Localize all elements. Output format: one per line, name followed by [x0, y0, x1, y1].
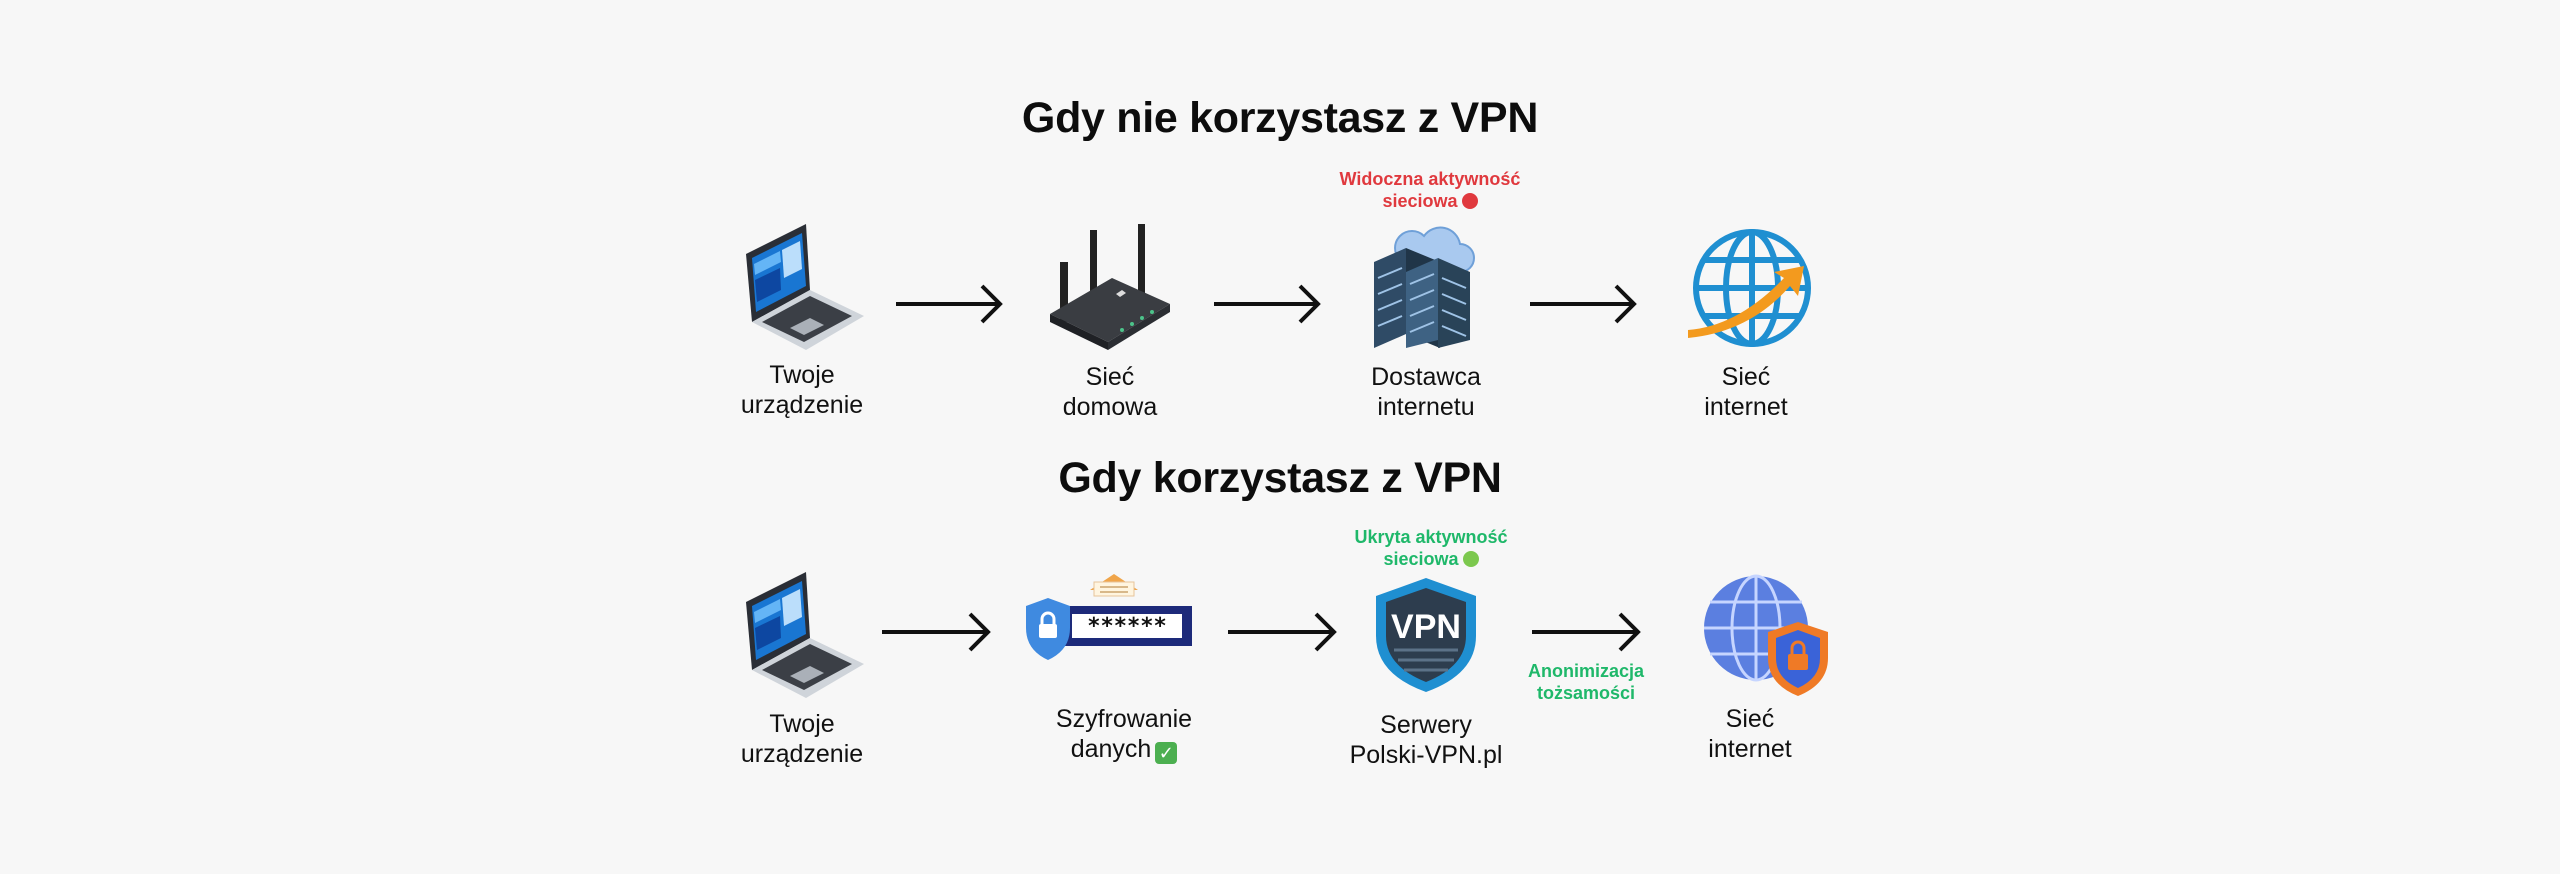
globe-icon [1688, 229, 1811, 347]
isp-server-icon [1374, 226, 1475, 348]
step6-label: Szyfrowanie danych✓ [1055, 705, 1193, 764]
step8-label: Sieć internet [1708, 705, 1792, 763]
green-dot-icon [1462, 551, 1479, 567]
step7-label: Serwery Polski-VPN.pl [1349, 711, 1503, 769]
arrow-right-icon [882, 612, 991, 652]
laptop-icon [746, 224, 864, 350]
router-icon [1050, 224, 1170, 350]
laptop-icon [746, 572, 864, 698]
encryption-icon: ****** [1026, 574, 1192, 660]
step5-label: Twoje urządzenie [740, 710, 864, 768]
anonymization-note: Anonimizacja tożsamości [1527, 661, 1645, 703]
arrow-right-icon [896, 284, 1003, 324]
section1-title: Gdy nie korzystasz z VPN [1021, 94, 1539, 142]
arrow-right-icon [1532, 612, 1641, 652]
hidden-activity-line1: Ukryta aktywność [1354, 527, 1508, 547]
secure-globe-icon [1704, 574, 1828, 696]
visible-activity-line1: Widoczna aktywność [1339, 169, 1521, 189]
arrow-right-icon [1214, 284, 1321, 324]
arrow-right-icon [1530, 284, 1637, 324]
step4-label: Sieć internet [1704, 363, 1788, 421]
svg-text:VPN: VPN [1391, 608, 1461, 646]
visible-activity-note: Widoczna aktywność sieciowa [1320, 168, 1540, 212]
step2-label: Sieć domowa [1062, 363, 1158, 421]
password-mask: ****** [1087, 614, 1166, 639]
visible-activity-line2: sieciowa [1382, 191, 1458, 211]
vpn-shield-icon: VPN [1376, 578, 1476, 692]
step3-label: Dostawca internetu [1371, 363, 1481, 421]
hidden-activity-note: Ukryta aktywność sieciowa [1326, 526, 1536, 570]
hidden-activity-line2: sieciowa [1383, 549, 1459, 569]
red-dot-icon [1461, 193, 1478, 209]
section2-title: Gdy korzystasz z VPN [1058, 454, 1502, 502]
arrow-right-icon [1228, 612, 1337, 652]
checkmark-icon: ✓ [1155, 742, 1178, 764]
step1-label: Twoje urządzenie [740, 361, 864, 419]
